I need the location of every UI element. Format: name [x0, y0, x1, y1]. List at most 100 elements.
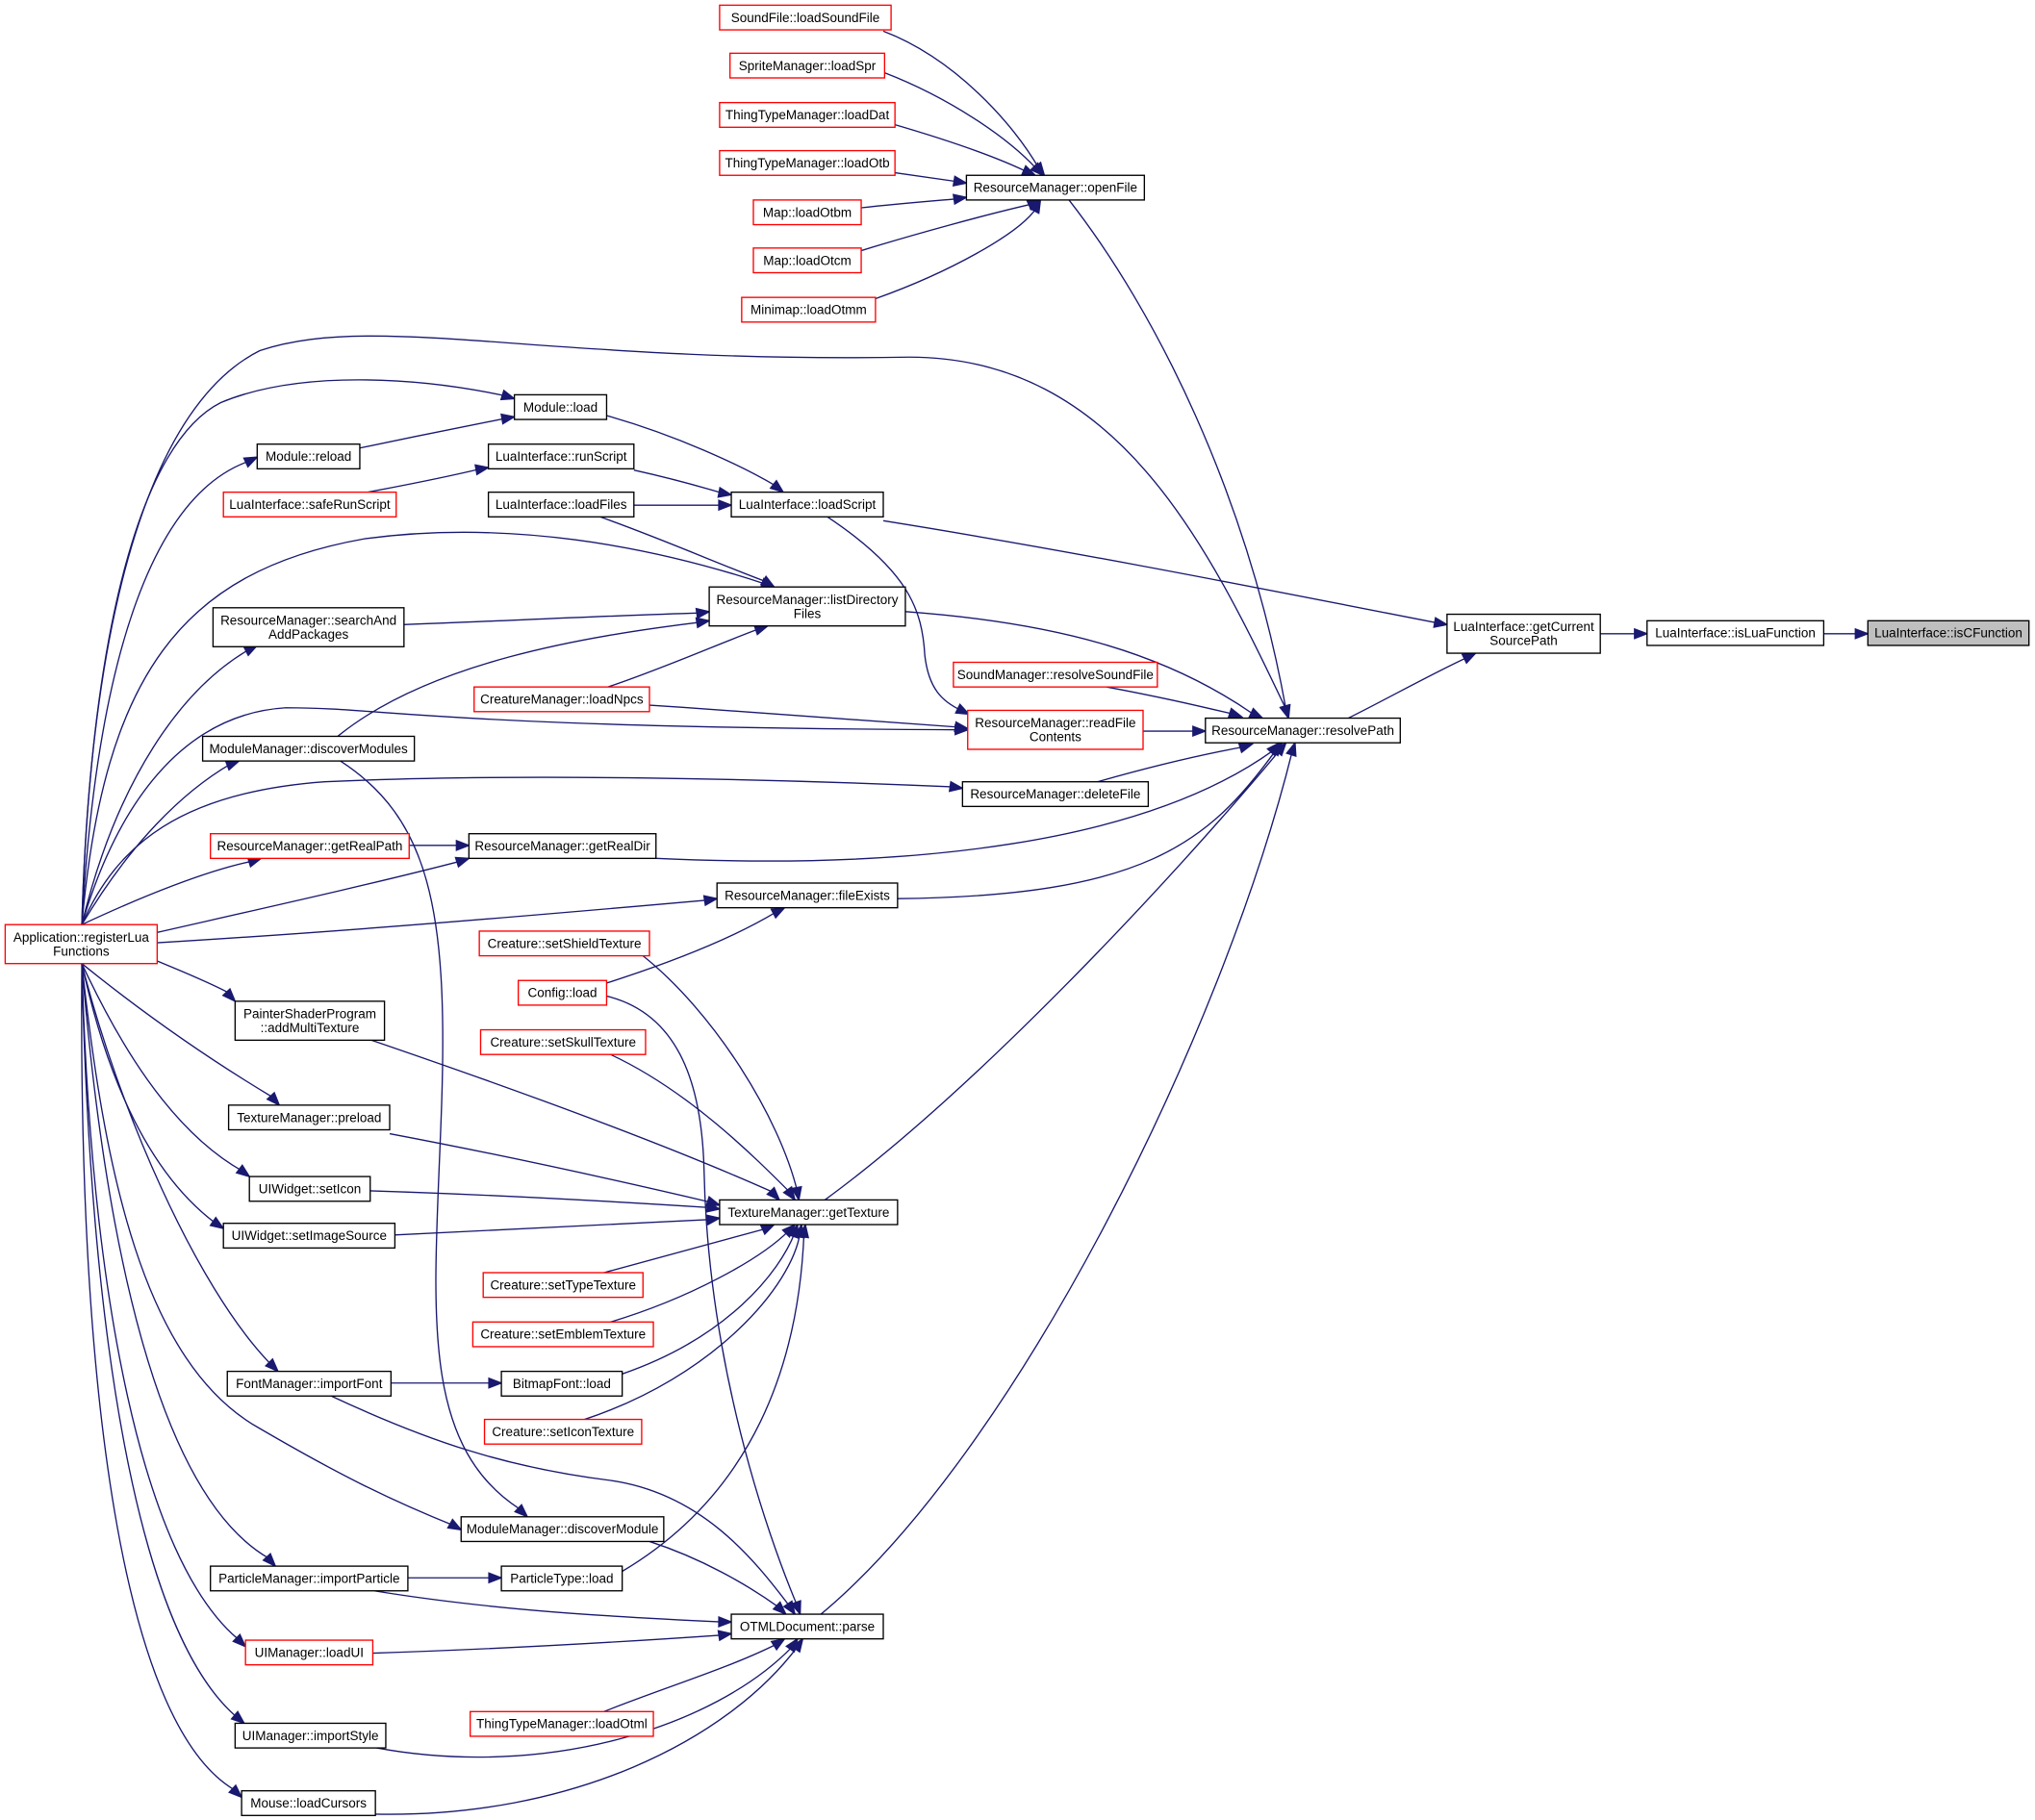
node-box[interactable]: [730, 1613, 884, 1640]
node-box[interactable]: [473, 686, 650, 713]
node-map_loadotcm[interactable]: Map::loadOtcm: [752, 247, 862, 274]
node-soundfile_loadsoundfile[interactable]: SoundFile::loadSoundFile: [719, 4, 892, 31]
node-luainterface_loadfiles[interactable]: LuaInterface::loadFiles: [487, 491, 635, 518]
node-box[interactable]: [226, 1370, 393, 1397]
node-box[interactable]: [1867, 619, 2030, 646]
node-module_reload[interactable]: Module::reload: [256, 443, 361, 470]
node-box[interactable]: [479, 1028, 647, 1055]
node-texturemanager_preload[interactable]: TextureManager::preload: [227, 1104, 391, 1131]
node-box[interactable]: [478, 930, 650, 957]
node-box[interactable]: [234, 1722, 387, 1749]
node-resourcemanager_getrealpath[interactable]: ResourceManager::getRealPath: [210, 833, 410, 860]
node-box[interactable]: [471, 1321, 654, 1348]
node-modulemanager_discovermodules[interactable]: ModuleManager::discoverModules: [201, 735, 416, 762]
node-box[interactable]: [222, 1223, 396, 1250]
node-box[interactable]: [961, 781, 1150, 808]
node-otmldocument_parse[interactable]: OTMLDocument::parse: [730, 1613, 884, 1640]
node-mouse_loadcursors[interactable]: Mouse::loadCursors: [241, 1789, 376, 1816]
node-box[interactable]: [222, 491, 397, 518]
node-box[interactable]: [513, 393, 608, 420]
node-box[interactable]: [487, 491, 635, 518]
node-box[interactable]: [729, 52, 886, 79]
node-map_loadotbm[interactable]: Map::loadOtbm: [752, 199, 862, 226]
node-box[interactable]: [241, 1789, 376, 1816]
node-box[interactable]: [708, 586, 906, 627]
node-box[interactable]: [227, 1104, 391, 1131]
node-box[interactable]: [500, 1565, 623, 1592]
node-luainterface_iscfunction[interactable]: LuaInterface::isCFunction: [1867, 619, 2030, 646]
node-box[interactable]: [741, 296, 877, 323]
node-creaturemanager_loadnpcs[interactable]: CreatureManager::loadNpcs: [473, 686, 650, 713]
node-box[interactable]: [500, 1370, 623, 1397]
node-box[interactable]: [719, 101, 896, 128]
node-box[interactable]: [1446, 613, 1601, 654]
node-box[interactable]: [730, 491, 884, 518]
node-creature_setskulltexture[interactable]: Creature::setSkullTexture: [479, 1028, 647, 1055]
node-resourcemanager_openfile[interactable]: ResourceManager::openFile: [965, 174, 1146, 201]
node-minimap_loadotmm[interactable]: Minimap::loadOtmm: [741, 296, 877, 323]
node-creature_settypetexture[interactable]: Creature::setTypeTexture: [482, 1272, 644, 1299]
node-box[interactable]: [719, 149, 896, 176]
node-bitmapfont_load[interactable]: BitmapFont::load: [500, 1370, 623, 1397]
node-spritemanager_loadspr[interactable]: SpriteManager::loadSpr: [729, 52, 886, 79]
node-resourcemanager_deletefile[interactable]: ResourceManager::deleteFile: [961, 781, 1150, 808]
node-box[interactable]: [4, 923, 159, 965]
node-config_load[interactable]: Config::load: [517, 979, 608, 1006]
node-box[interactable]: [210, 833, 410, 860]
node-luainterface_loadscript[interactable]: LuaInterface::loadScript: [730, 491, 884, 518]
node-box[interactable]: [1205, 717, 1401, 744]
node-particletype_load[interactable]: ParticleType::load: [500, 1565, 623, 1592]
node-box[interactable]: [201, 735, 416, 762]
node-box[interactable]: [483, 1418, 643, 1445]
node-box[interactable]: [212, 607, 405, 647]
node-box[interactable]: [719, 1199, 899, 1226]
node-box[interactable]: [719, 4, 892, 31]
node-texturemanager_gettexture[interactable]: TextureManager::getTexture: [719, 1199, 899, 1226]
node-box[interactable]: [470, 1710, 654, 1737]
node-creature_seticontexture[interactable]: Creature::setIconTexture: [483, 1418, 643, 1445]
node-box[interactable]: [752, 199, 862, 226]
node-uiwidget_seticon[interactable]: UIWidget::setIcon: [248, 1175, 371, 1202]
node-box[interactable]: [487, 443, 635, 470]
node-box[interactable]: [244, 1639, 374, 1666]
node-thingtypemanager_loadotml[interactable]: ThingTypeManager::loadOtml: [470, 1710, 654, 1737]
node-creature_setshieldtexture[interactable]: Creature::setShieldTexture: [478, 930, 650, 957]
node-box[interactable]: [1646, 619, 1825, 646]
node-uimanager_loadui[interactable]: UIManager::loadUI: [244, 1639, 374, 1666]
node-fontmanager_importfont[interactable]: FontManager::importFont: [226, 1370, 393, 1397]
node-box[interactable]: [256, 443, 361, 470]
node-box[interactable]: [248, 1175, 371, 1202]
node-box[interactable]: [965, 174, 1146, 201]
node-box[interactable]: [517, 979, 608, 1006]
node-soundmanager_resolvesoundfile[interactable]: SoundManager::resolveSoundFile: [953, 661, 1158, 688]
node-modulemanager_discovermodule[interactable]: ModuleManager::discoverModule: [460, 1516, 665, 1543]
node-thingtypemanager_loadotb[interactable]: ThingTypeManager::loadOtb: [719, 149, 896, 176]
node-box[interactable]: [953, 661, 1158, 688]
node-uiwidget_setimagesource[interactable]: UIWidget::setImageSource: [222, 1223, 396, 1250]
node-box[interactable]: [482, 1272, 644, 1299]
node-luainterface_runscript[interactable]: LuaInterface::runScript: [487, 443, 635, 470]
node-thingtypemanager_loaddat[interactable]: ThingTypeManager::loadDat: [719, 101, 896, 128]
node-resourcemanager_fileexists[interactable]: ResourceManager::fileExists: [716, 882, 899, 909]
node-uimanager_importstyle[interactable]: UIManager::importStyle: [234, 1722, 387, 1749]
node-paintershaderprogram_addmultitexture[interactable]: PainterShaderProgram::addMultiTexture: [234, 1000, 386, 1042]
node-creature_setemblemtexture[interactable]: Creature::setEmblemTexture: [471, 1321, 654, 1348]
node-box[interactable]: [460, 1516, 665, 1543]
node-box[interactable]: [967, 709, 1144, 750]
node-box[interactable]: [234, 1000, 386, 1042]
node-luainterface_saferunscript[interactable]: LuaInterface::safeRunScript: [222, 491, 397, 518]
node-box[interactable]: [752, 247, 862, 274]
node-module_load[interactable]: Module::load: [513, 393, 608, 420]
node-box[interactable]: [716, 882, 899, 909]
node-resourcemanager_resolvepath[interactable]: ResourceManager::resolvePath: [1205, 717, 1401, 744]
node-box[interactable]: [468, 833, 657, 860]
node-luainterface_isluafunction[interactable]: LuaInterface::isLuaFunction: [1646, 619, 1825, 646]
node-box[interactable]: [210, 1565, 409, 1592]
node-particlemanager_importparticle[interactable]: ParticleManager::importParticle: [210, 1565, 409, 1592]
node-resourcemanager_getrealdir[interactable]: ResourceManager::getRealDir: [468, 833, 657, 860]
